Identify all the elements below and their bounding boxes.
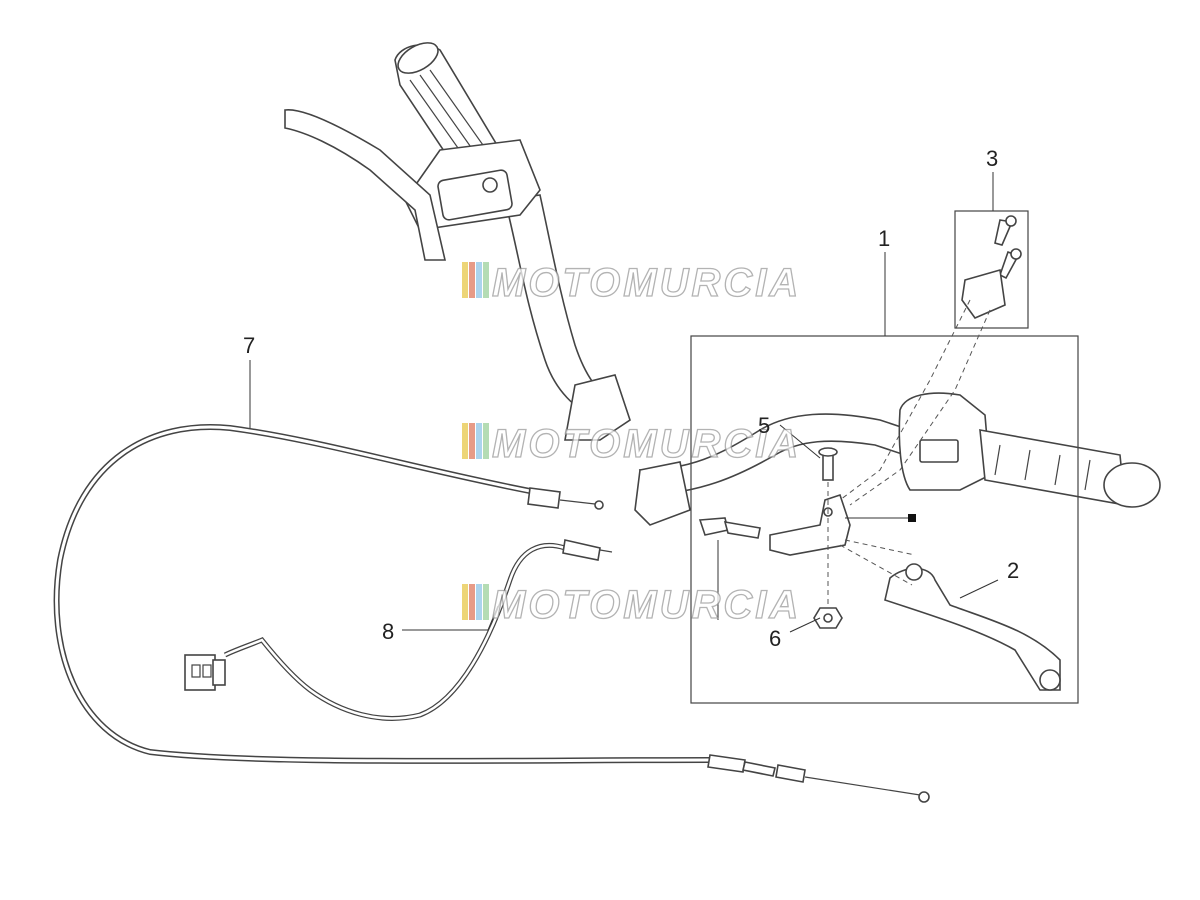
nut-6 [813,607,843,629]
cable-adjuster [698,517,761,539]
clutch-cable-7 [53,424,930,803]
callout-1: 1 [878,226,890,251]
watermark-1: MOTOMURCIA [462,260,801,306]
watermark-3: MOTOMURCIA [462,582,801,628]
callout-2: 2 [1007,558,1019,583]
watermark-2: MOTOMURCIA [462,421,801,467]
switch-harness-8 [184,539,613,721]
left-grip-assembly [284,42,631,441]
callout-8: 8 [382,619,394,644]
callout-5: 5 [758,413,770,438]
watermark-3-text: MOTOMURCIA [492,583,801,627]
watermark-2-text: MOTOMURCIA [492,422,801,466]
right-handlebar-assembly [634,392,1161,526]
callout-6: 6 [769,626,781,651]
pivot-bolt-5 [818,447,838,481]
watermark-1-text: MOTOMURCIA [492,261,801,305]
clamp-bolts [961,215,1022,319]
clutch-perch [769,493,851,556]
reference-square-marker [908,514,916,522]
callout-7: 7 [243,333,255,358]
clutch-lever-2 [884,563,1061,691]
callout-3: 3 [986,146,998,171]
group-3-frame [954,210,1029,329]
